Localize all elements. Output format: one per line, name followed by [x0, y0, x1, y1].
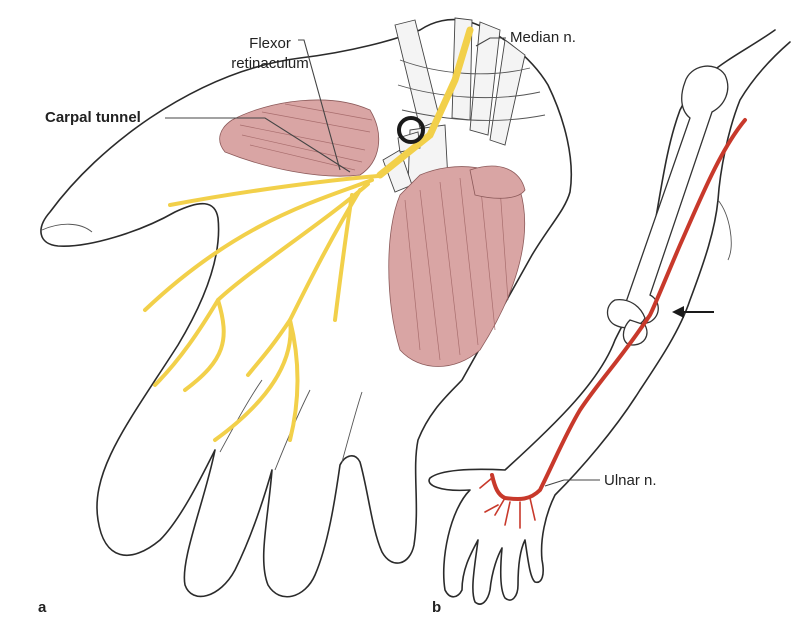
arm-outline	[428, 29, 791, 605]
panel-b-label: b	[432, 599, 441, 616]
carpal-label: Carpal tunnel	[45, 109, 141, 126]
thumb-nail	[41, 223, 93, 233]
panel-a-hand: Flexor retinaculum Median n. Carpal tunn…	[38, 17, 576, 616]
arm-shoulder	[717, 199, 732, 261]
ring-marker-icon	[397, 116, 425, 144]
thenar-muscles	[219, 99, 379, 177]
median-leader	[475, 37, 506, 47]
flexor-label-line2: retinaculum	[231, 55, 309, 72]
median-nerve	[143, 26, 474, 442]
ulnar-leader	[544, 479, 600, 487]
panel-b-arm: Ulnar n. b	[428, 29, 791, 616]
flexor-leader	[298, 39, 341, 171]
ulnar-nerve	[479, 118, 747, 529]
arrow-left-icon	[672, 306, 714, 318]
ulnar-label: Ulnar n.	[604, 472, 657, 489]
hypothenar-muscles	[388, 165, 526, 367]
median-label: Median n.	[510, 29, 576, 46]
flexor-label-line1: Flexor	[249, 35, 291, 52]
carpal-leader	[165, 117, 351, 173]
panel-a-label: a	[38, 599, 47, 616]
